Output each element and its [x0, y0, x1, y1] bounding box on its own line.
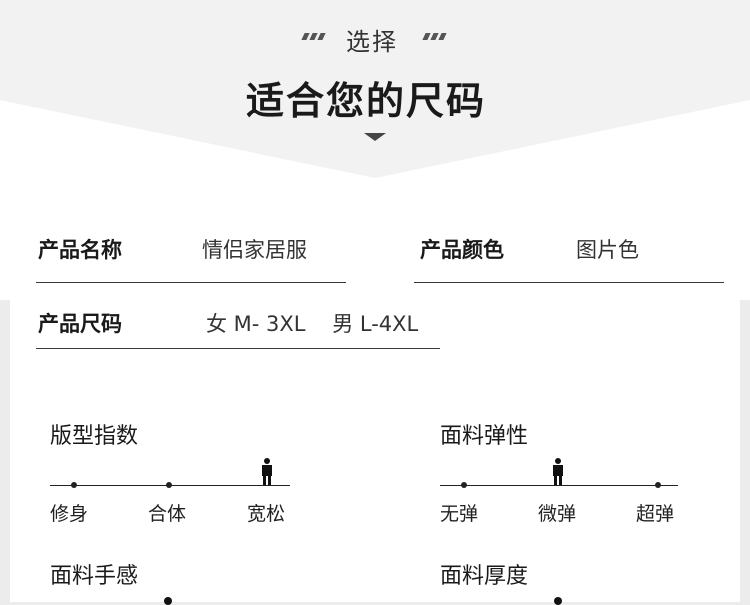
scale-tick — [461, 482, 467, 488]
divider — [36, 282, 346, 283]
scale-option: 超弹 — [636, 503, 675, 525]
person-icon — [553, 458, 563, 485]
divider — [414, 282, 724, 283]
elasticity-scale-line — [440, 485, 678, 486]
scale-tick — [71, 482, 77, 488]
scale-option: 无弹 — [440, 503, 479, 525]
product-name-value: 情侣家居服 — [202, 238, 307, 262]
scale-option: 微弹 — [538, 503, 577, 525]
product-color-value: 图片色 — [576, 238, 639, 262]
attributes-panel-top — [0, 178, 750, 296]
product-color-label: 产品颜色 — [420, 238, 504, 262]
chevron-down-icon — [364, 133, 386, 141]
fit-index-title: 版型指数 — [50, 424, 139, 449]
fabric-elasticity-title: 面料弹性 — [440, 424, 529, 449]
divider — [36, 348, 440, 349]
scale-option: 合体 — [148, 503, 187, 525]
person-icon — [554, 597, 562, 605]
product-name-label: 产品名称 — [38, 238, 122, 262]
header-subtitle: 选择 — [346, 28, 398, 56]
page-title: 适合您的尺码 — [246, 79, 487, 123]
scale-tick — [166, 482, 172, 488]
person-icon — [262, 458, 272, 485]
fabric-thickness-title: 面料厚度 — [440, 564, 529, 589]
product-size-label: 产品尺码 — [38, 312, 122, 336]
scale-tick — [655, 482, 661, 488]
content-panel — [10, 296, 740, 602]
scale-option: 修身 — [50, 503, 89, 525]
fabric-feel-title: 面料手感 — [50, 564, 139, 589]
person-icon — [164, 597, 172, 605]
product-size-value: 女 M- 3XL 男 L-4XL — [206, 312, 419, 336]
scale-option: 宽松 — [247, 503, 286, 525]
